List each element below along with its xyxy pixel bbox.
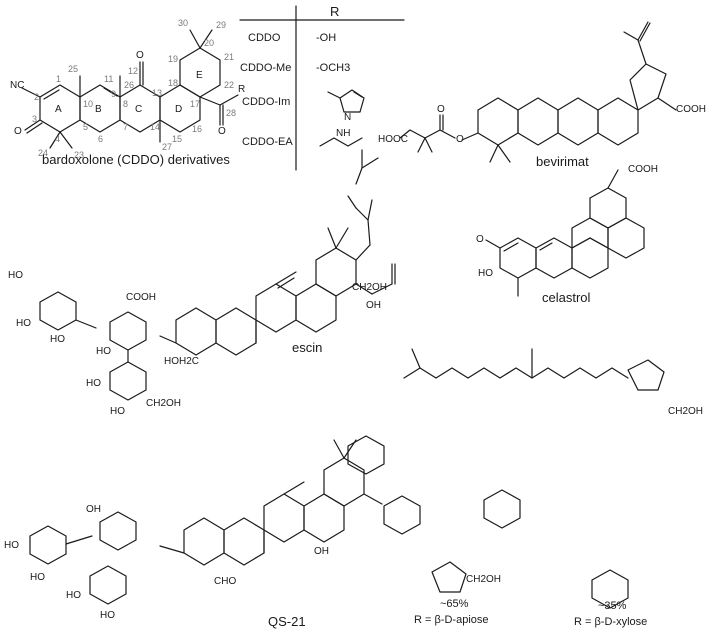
apiose-percentage: ~65% bbox=[440, 598, 469, 610]
atom-number-12: 12 bbox=[128, 66, 139, 76]
celastrol-oh-label: HO bbox=[478, 268, 493, 279]
escin-ho-label: HO bbox=[86, 378, 101, 389]
atom-number-3: 3 bbox=[32, 114, 38, 124]
atom-number-25: 25 bbox=[68, 64, 79, 74]
atom-number-16: 16 bbox=[192, 124, 203, 134]
bevirimat-cooh-label: COOH bbox=[676, 104, 706, 115]
ring-d-label: D bbox=[175, 104, 183, 115]
ring-b-label: B bbox=[95, 104, 102, 115]
qs21-ho-label: HO bbox=[30, 572, 45, 583]
c28-oxo-label: O bbox=[218, 126, 226, 137]
atom-number-30: 30 bbox=[178, 18, 189, 28]
escin-skeleton bbox=[39, 149, 396, 401]
escin-ho-label: HO bbox=[110, 406, 125, 417]
c12-oxo-label: O bbox=[136, 50, 144, 61]
escin-hoh2c-label: HOH2C bbox=[164, 356, 200, 367]
table-row-r: -OCH3 bbox=[316, 62, 351, 74]
apiose-ch2oh-label: CH2OH bbox=[466, 574, 502, 585]
c3-oxo-label: O bbox=[14, 126, 22, 137]
qs21-oh-label: OH bbox=[314, 546, 329, 557]
table-header-r: R bbox=[330, 4, 340, 19]
imidazole-n-label: N bbox=[344, 112, 352, 123]
qs21-skeleton bbox=[29, 348, 665, 609]
atom-number-24: 24 bbox=[38, 148, 49, 158]
escin-caption: escin bbox=[292, 340, 323, 355]
ring-a-label: A bbox=[55, 104, 62, 115]
atom-number-4: 4 bbox=[55, 134, 61, 144]
ring-c-label: C bbox=[135, 104, 143, 115]
cddo-skeleton bbox=[21, 29, 239, 149]
atom-number-7: 7 bbox=[123, 122, 129, 132]
xylose-r-label: R = β-D-xylose bbox=[574, 616, 648, 628]
atom-number-8: 8 bbox=[123, 99, 129, 109]
cddo-r-label: R bbox=[238, 84, 246, 95]
qs21-ho-label: HO bbox=[66, 590, 81, 601]
celastrol-oxo-label: O bbox=[476, 234, 484, 245]
qs21-ch2oh-label: CH2OH bbox=[668, 406, 704, 417]
bevirimat-carbonyl-o-label: O bbox=[437, 104, 445, 115]
qs21-cho-label: CHO bbox=[214, 576, 237, 587]
atom-number-20: 20 bbox=[204, 38, 215, 48]
qs21-ho-label: HO bbox=[100, 610, 115, 621]
table-row-name: CDDO-EA bbox=[242, 136, 293, 148]
atom-number-13: 13 bbox=[152, 88, 163, 98]
atom-number-2: 2 bbox=[34, 92, 40, 102]
ethylamine-drawing bbox=[319, 137, 363, 147]
qs21-caption: QS-21 bbox=[268, 614, 306, 629]
qs21-ho-label: HO bbox=[4, 540, 19, 551]
atom-number-15: 15 bbox=[172, 134, 183, 144]
bevirimat-caption: bevirimat bbox=[536, 154, 589, 169]
atom-number-6: 6 bbox=[98, 134, 104, 144]
atom-number-23: 23 bbox=[74, 150, 85, 160]
escin-ho-label: HO bbox=[96, 346, 111, 357]
atom-number-27: 27 bbox=[162, 142, 173, 152]
celastrol-skeleton bbox=[485, 169, 645, 297]
atom-number-18: 18 bbox=[168, 78, 179, 88]
table-row-name: CDDO bbox=[248, 32, 281, 44]
atom-number-22: 22 bbox=[224, 80, 235, 90]
xylose-percentage: ~35% bbox=[598, 600, 627, 612]
atom-number-10: 10 bbox=[83, 99, 94, 109]
ring-e-label: E bbox=[196, 70, 203, 81]
bardoxolone-caption: bardoxolone (CDDO) derivatives bbox=[42, 152, 230, 167]
atom-number-11: 11 bbox=[104, 74, 114, 84]
atom-number-29: 29 bbox=[216, 20, 227, 30]
ethylamine-nh-label: NH bbox=[336, 128, 351, 139]
escin-oh-label: OH bbox=[366, 300, 381, 311]
atom-number-21: 21 bbox=[224, 52, 235, 62]
celastrol-caption: celastrol bbox=[542, 290, 591, 305]
table-row-r: -OH bbox=[316, 32, 337, 44]
escin-ch2oh-label: CH2OH bbox=[146, 398, 182, 409]
table-row-name: CDDO-Me bbox=[240, 62, 292, 74]
qs21-cooh-label: OH bbox=[86, 504, 101, 515]
escin-ch2oh-label: CH2OH bbox=[352, 282, 388, 293]
apiose-r-label: R = β-D-apiose bbox=[414, 614, 489, 626]
escin-ho-label: HO bbox=[50, 334, 65, 345]
atom-number-5: 5 bbox=[83, 122, 89, 132]
atom-number-28: 28 bbox=[226, 108, 237, 118]
atom-number-9: 9 bbox=[111, 89, 117, 99]
atom-number-26: 26 bbox=[124, 80, 135, 90]
bevirimat-skeleton bbox=[399, 21, 677, 163]
imidazole-drawing bbox=[327, 89, 365, 113]
atom-number-14: 14 bbox=[150, 122, 161, 132]
escin-sugar-ch2oh-label: HO bbox=[8, 270, 23, 281]
celastrol-cooh-label: COOH bbox=[628, 164, 658, 175]
nitrile-label: NC bbox=[10, 80, 25, 91]
atom-number-19: 19 bbox=[168, 54, 179, 64]
bevirimat-ester-o-label: O bbox=[456, 134, 464, 145]
bevirimat-hooc-label: HOOC bbox=[378, 134, 408, 145]
atom-number-17: 17 bbox=[190, 99, 201, 109]
table-row-name: CDDO-Im bbox=[242, 96, 291, 108]
atom-number-1: 1 bbox=[56, 74, 62, 84]
escin-cooh-label: COOH bbox=[126, 292, 156, 303]
escin-ho-label: HO bbox=[16, 318, 31, 329]
